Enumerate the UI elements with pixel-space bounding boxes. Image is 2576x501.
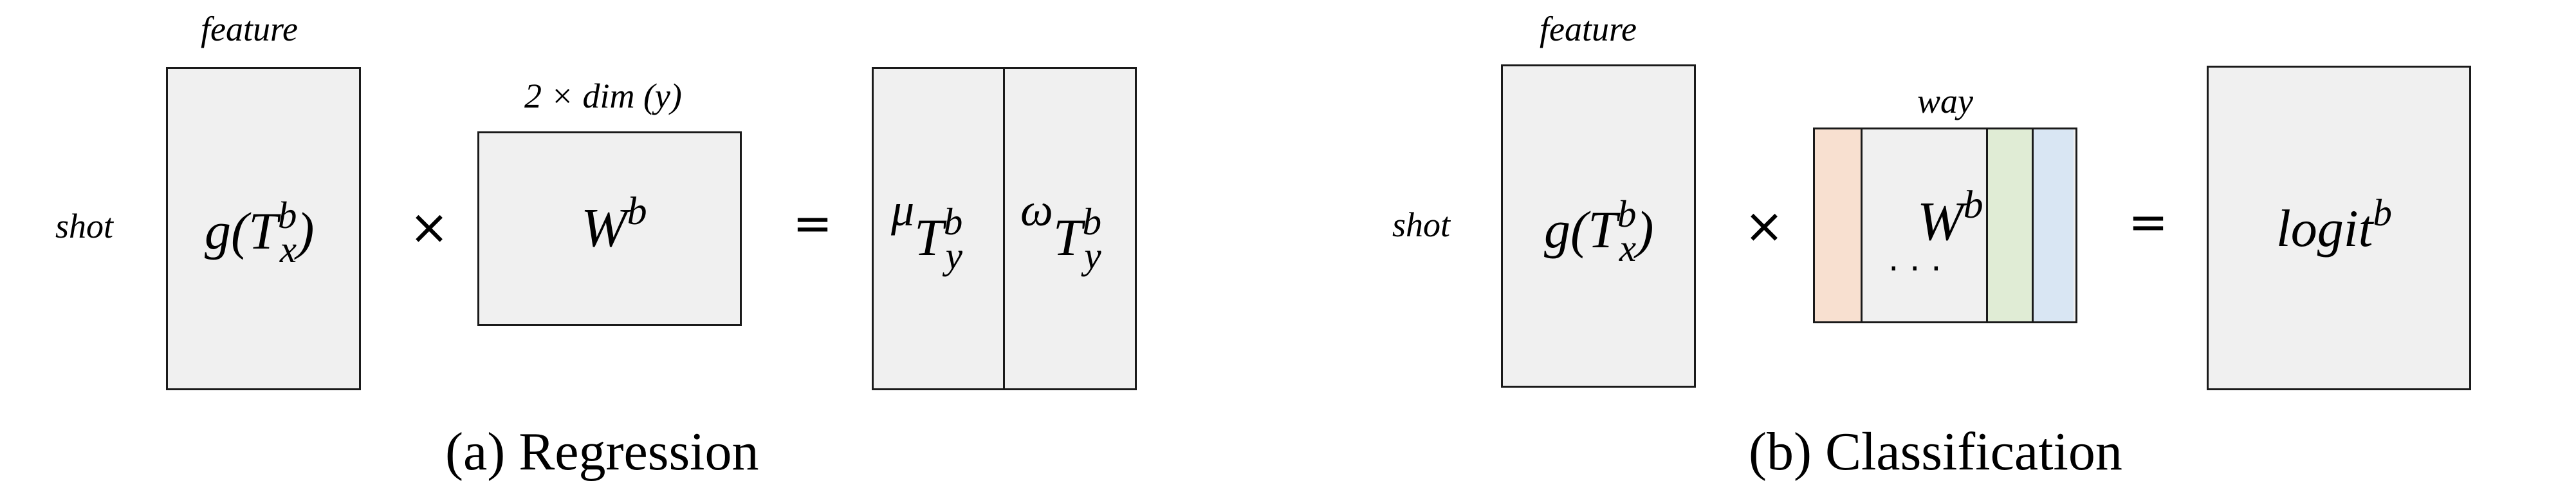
reg-times-sign: ×	[409, 200, 450, 255]
cls-weight-divider-2	[1986, 129, 1988, 321]
cls-way-label: way	[1917, 82, 1973, 120]
cls-logit-b: logitb	[2276, 191, 2392, 258]
cls-logit-matrix	[2207, 66, 2471, 390]
reg-equals-sign: =	[793, 196, 833, 251]
cls-weight-matrix	[1813, 128, 2077, 323]
reg-feature-matrix	[166, 67, 361, 390]
reg-dim-label: 2 × dim (y)	[524, 77, 682, 115]
cls-g-of-tx: g(Tbx)	[1544, 192, 1654, 269]
reg-w-b: Wb	[581, 189, 647, 258]
cls-ellipsis: · · ·	[1888, 250, 1942, 288]
reg-mu-ty: μTby	[891, 184, 963, 277]
cls-weight-band-3	[2034, 129, 2074, 321]
cls-caption: (b) Classification	[1749, 422, 2122, 482]
cls-feature-matrix	[1501, 64, 1696, 388]
reg-output-divider	[1003, 69, 1005, 388]
cls-shot-label: shot	[1392, 205, 1451, 244]
cls-times-sign: ×	[1744, 198, 1785, 254]
reg-omega-ty: ωTby	[1020, 184, 1101, 277]
cls-weight-band-1	[1815, 129, 1861, 321]
reg-caption: (a) Regression	[445, 422, 759, 482]
reg-weight-matrix	[477, 131, 742, 326]
cls-weight-divider-1	[1861, 129, 1863, 321]
reg-shot-label: shot	[55, 207, 114, 245]
cls-equals-sign: =	[2128, 194, 2169, 250]
cls-w-b: Wb	[1917, 182, 1983, 252]
reg-g-of-tx: g(Tbx)	[205, 193, 315, 270]
reg-output-matrix	[872, 67, 1137, 390]
cls-feature-label: feature	[1540, 10, 1637, 48]
reg-feature-label: feature	[201, 10, 298, 48]
cls-weight-divider-3	[2032, 129, 2034, 321]
cls-weight-band-2	[1988, 129, 2032, 321]
